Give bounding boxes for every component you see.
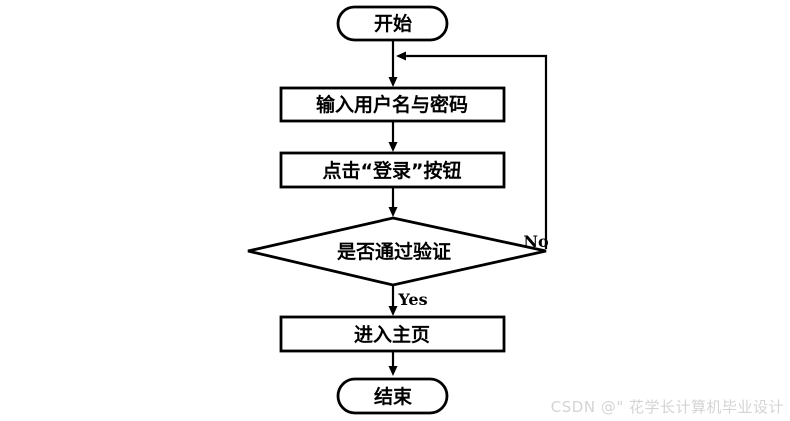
arrowhead-down-icon <box>388 306 398 316</box>
node-input-credentials: 输入用户名与密码 <box>279 86 506 123</box>
edge-home-to-end <box>388 351 398 376</box>
arrowhead-down-icon <box>388 142 398 152</box>
edge-verify-no-loop <box>396 51 548 249</box>
node-end: 结束 <box>336 377 449 415</box>
arrowhead-down-icon <box>388 207 398 217</box>
arrowhead-left-icon <box>396 51 406 61</box>
edge-start-to-input <box>388 40 398 87</box>
arrowhead-down-icon <box>388 366 398 376</box>
node-input-credentials-label: 输入用户名与密码 <box>316 93 468 116</box>
edge-click-to-verify <box>388 187 398 217</box>
node-verify-decision-label: 是否通过验证 <box>337 240 451 263</box>
csdn-watermark: CSDN @" 花学长计算机毕业设计 <box>550 398 784 416</box>
node-verify-decision: 是否通过验证 <box>247 216 547 287</box>
node-enter-home: 进入主页 <box>279 315 506 353</box>
arrowhead-down-icon <box>388 77 398 87</box>
node-click-login: 点击“登录”按钮 <box>279 151 506 189</box>
edge-input-to-click <box>388 121 398 152</box>
node-start: 开始 <box>336 5 449 42</box>
edge-label-yes: Yes <box>397 290 427 309</box>
node-end-label: 结束 <box>374 385 413 408</box>
node-click-login-label: 点击“登录”按钮 <box>323 159 462 182</box>
node-enter-home-label: 进入主页 <box>354 324 430 346</box>
node-start-label: 开始 <box>374 12 412 35</box>
edge-verify-to-home <box>388 285 398 316</box>
